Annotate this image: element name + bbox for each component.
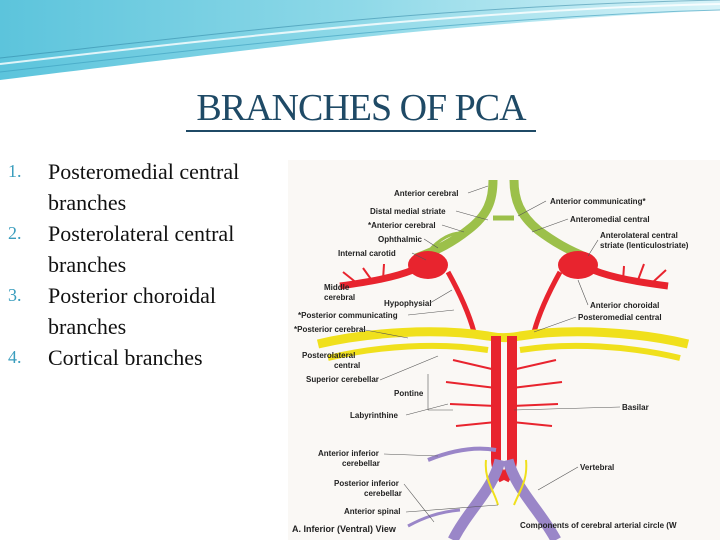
list-item-text: Posteromedial central branches [48,159,240,215]
label-view-caption: A. Inferior (Ventral) View [292,524,397,534]
label-superior-cerebellar: Superior cerebellar [306,375,379,384]
list-item-text: Cortical branches [48,345,203,370]
list-item: 3. Posterior choroidal branches [8,280,288,342]
label-anterior-inferior: Anterior inferior [318,449,379,458]
label-posterior-communicating: *Posterior communicating [298,311,398,320]
list-number: 4. [8,347,22,367]
label-pontine: Pontine [394,389,424,398]
arterial-circle-diagram: Anterior cerebral Anterior communicating… [288,160,720,540]
header-wave-decoration [0,0,720,80]
label-labyrinthine: Labyrinthine [350,411,399,420]
list-item: 2. Posterolateral central branches [8,218,288,280]
list-item: 1. Posteromedial central branches [8,156,288,218]
label-hypophysial: Hypophysial [384,299,432,308]
label-basilar: Basilar [622,403,649,412]
label-posteromedial-central: Posteromedial central [578,313,662,322]
label-posterior-cerebral: *Posterior cerebral [294,325,366,334]
label-ophthalmic: Ophthalmic [378,235,423,244]
list-item-text: Posterolateral central branches [48,221,235,277]
label-anterior-spinal: Anterior spinal [344,507,400,516]
label-anteromedial-central: Anteromedial central [570,215,650,224]
label-striate: striate (lenticulostriate) [600,241,689,250]
label-posterior-inferior: Posterior inferior [334,479,399,488]
label-central: central [334,361,360,370]
label-anterior-choroidal: Anterior choroidal [590,301,659,310]
label-cerebellar-pi: cerebellar [364,489,402,498]
label-distal-medial-striate: Distal medial striate [370,207,446,216]
slide-title: BRANCHES OF PCA [186,86,536,132]
label-posterolateral: Posterolateral [302,351,355,360]
label-middle: Middle [324,283,350,292]
label-anterior-cerebral: Anterior cerebral [394,189,458,198]
list-item: 4. Cortical branches [8,342,288,373]
branch-list: 1. Posteromedial central branches 2. Poste… [8,156,288,373]
label-anterolateral-central: Anterolateral central [600,231,678,240]
list-item-text: Posterior choroidal branches [48,283,217,339]
label-anterior-cerebral-ast: *Anterior cerebral [368,221,436,230]
list-number: 1. [8,161,22,181]
label-components-note: Components of cerebral arterial circle (… [520,521,677,530]
list-number: 3. [8,285,22,305]
label-cerebellar-ai: cerebellar [342,459,380,468]
list-number: 2. [8,223,22,243]
label-anterior-communicating: Anterior communicating* [550,197,646,206]
label-cerebral: cerebral [324,293,355,302]
label-internal-carotid: Internal carotid [338,249,396,258]
label-vertebral: Vertebral [580,463,614,472]
